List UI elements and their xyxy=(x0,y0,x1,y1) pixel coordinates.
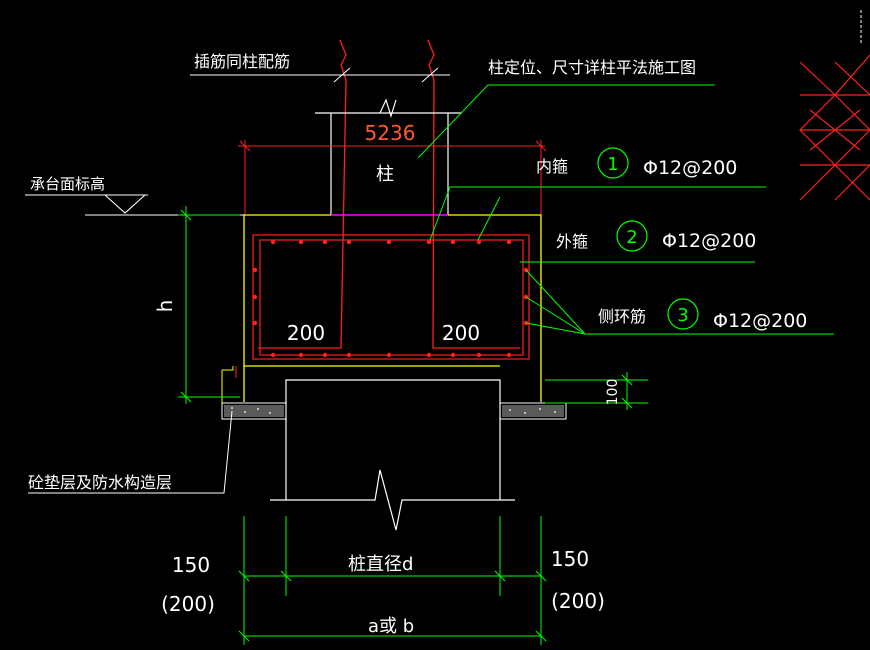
inner-stirrup-leader xyxy=(429,186,766,241)
anchor-left-label: 200 xyxy=(287,321,325,345)
marker-2-text: 2 xyxy=(626,227,637,248)
column-ref-leader xyxy=(417,84,715,159)
edge-right-alt-label: (200) xyxy=(551,589,605,613)
cap-top-elevation-label: 承台面标高 xyxy=(30,175,105,193)
cushion-leader xyxy=(28,410,233,494)
cushion-layer xyxy=(221,402,567,420)
cushion-layer-label: 砼垫层及防水构造层 xyxy=(28,473,172,492)
pile-diameter-label: 桩直径d xyxy=(348,554,413,575)
hatch-pattern xyxy=(799,54,870,201)
rebar-dots xyxy=(252,239,529,358)
edge-right-label: 150 xyxy=(551,547,589,571)
side-ring-leader xyxy=(525,269,834,335)
column-label: 柱 xyxy=(376,164,394,185)
outer-stirrup-leader xyxy=(477,196,755,263)
pile-cap-outline xyxy=(243,214,542,402)
dimension-5236-line xyxy=(238,140,547,215)
anchor-right-label: 200 xyxy=(442,321,480,345)
top-leaders xyxy=(190,67,450,83)
edge-left-label: 150 xyxy=(172,553,210,577)
cover-dimension xyxy=(545,372,648,410)
height-dimension xyxy=(178,206,240,404)
edge-left-alt-label: (200) xyxy=(161,592,215,616)
column-rebar xyxy=(258,39,520,349)
bottom-dimensions xyxy=(238,516,547,645)
marker-3-circle xyxy=(667,298,699,330)
pile-outline xyxy=(270,379,515,531)
side-ring-label: 侧环筋 xyxy=(598,307,646,326)
elevation-symbol xyxy=(25,194,244,216)
marker-2-circle xyxy=(616,220,648,252)
marker-1-text: 1 xyxy=(607,154,618,175)
dowel-bars-label: 插筋同柱配筋 xyxy=(194,52,290,71)
column-ref-label: 柱定位、尺寸详柱平法施工图 xyxy=(488,58,696,77)
spec-3-label: Φ12@200 xyxy=(713,310,807,332)
spec-1-label: Φ12@200 xyxy=(643,157,737,179)
outer-stirrup-label: 外箍 xyxy=(556,232,588,251)
column-outline xyxy=(315,98,462,215)
marker-3-text: 3 xyxy=(677,305,688,326)
spec-2-label: Φ12@200 xyxy=(662,230,756,252)
cover-label: 100 xyxy=(605,379,621,406)
dimension-5236-text: 5236 xyxy=(365,121,416,145)
marker-1-circle xyxy=(597,147,629,179)
height-label: h xyxy=(153,300,177,313)
overall-width-label: a或 b xyxy=(368,616,414,637)
inner-stirrup-label: 内箍 xyxy=(536,157,568,176)
